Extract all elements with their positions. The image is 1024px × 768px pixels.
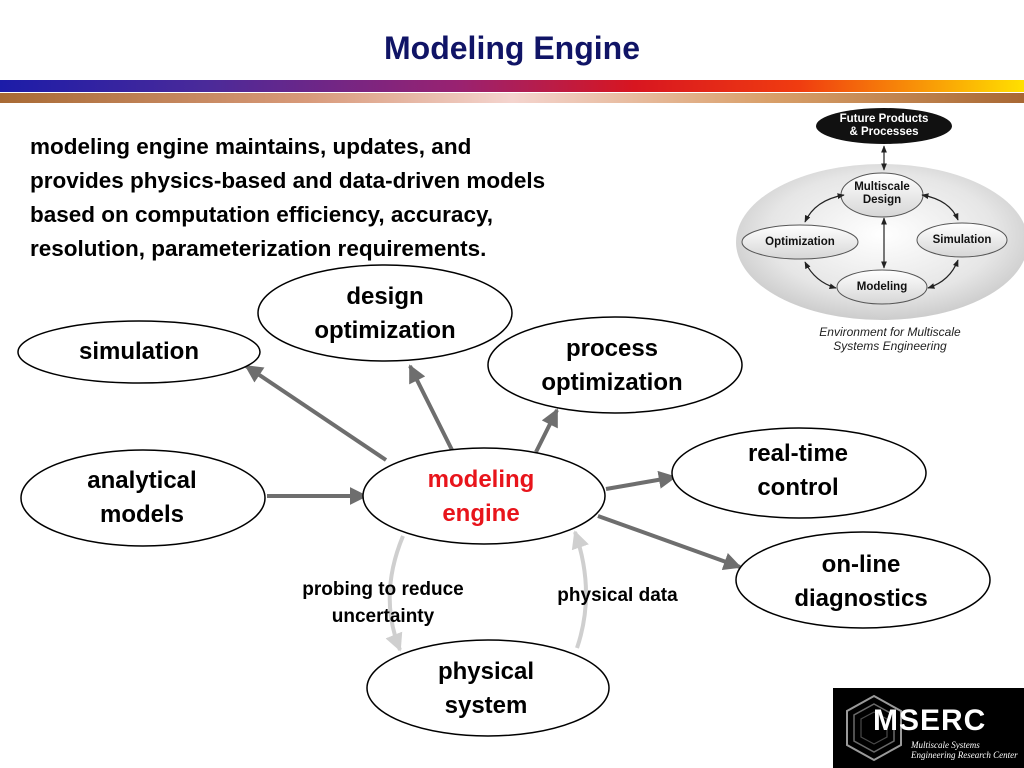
label-line: & Processes [849, 126, 919, 138]
label-line: optimization [541, 369, 683, 396]
inset-label-multiscale-design: Multiscale Design [842, 181, 922, 207]
label-line: Design [862, 194, 902, 206]
label-online-diagnostics: on-line diagnostics [746, 548, 976, 616]
label-line: Environment for Multiscale [819, 325, 961, 339]
node-process-optimization [487, 316, 743, 414]
label-line: on-line [821, 551, 901, 578]
label-line: diagnostics [794, 585, 928, 612]
label-line: real-time [747, 440, 849, 467]
inset-arrow [804, 261, 837, 289]
label-line: optimization [314, 317, 456, 344]
inset-label-modeling: Modeling [838, 281, 926, 294]
label-line: engine [442, 500, 520, 527]
label-modeling-engine: modeling engine [370, 463, 592, 531]
intro-line: provides physics-based and data-driven m… [30, 168, 546, 193]
edge-label-physical-data: physical data [520, 582, 715, 609]
mserc-logo: MSERC Multiscale Systems Engineering Res… [833, 688, 1024, 768]
label-line: Future Products [839, 113, 929, 125]
arrow-to-process-optimization [534, 408, 559, 453]
node-online-diagnostics [735, 531, 991, 629]
label-analytical-models: analytical models [30, 464, 254, 532]
label-line: design [346, 283, 424, 310]
edge-label-probing: probing to reduce uncertainty [264, 576, 502, 630]
logo-word: MSERC [873, 704, 987, 737]
label-line: Optimization [765, 236, 835, 248]
intro-text: modeling engine maintains, updates, and … [30, 130, 710, 266]
label-line: physical [437, 658, 535, 685]
intro-line: modeling engine maintains, updates, and [30, 134, 472, 159]
arrow-to-simulation [244, 364, 388, 462]
label-design-optimization: design optimization [270, 280, 500, 348]
logo-subtitle: Multiscale Systems Engineering Research … [911, 740, 1018, 760]
inset-arrow [804, 193, 845, 223]
label-line: analytical [87, 467, 197, 494]
label-line: Engineering Research Center [911, 750, 1018, 760]
label-real-time-control: real-time control [683, 437, 913, 505]
node-real-time-control [671, 427, 927, 519]
intro-line: resolution, parameterization requirement… [30, 236, 487, 261]
label-physical-system: physical system [372, 655, 600, 723]
inset-label-optimization: Optimization [748, 236, 852, 249]
label-line: control [757, 474, 839, 501]
inset-label-future-products: Future Products & Processes [826, 113, 942, 139]
node-simulation [17, 320, 261, 384]
header-bar-top [0, 80, 1024, 92]
inset-caption: Environment for Multiscale Systems Engin… [790, 325, 990, 353]
label-line: Multiscale [854, 181, 910, 193]
label-line: uncertainty [331, 606, 435, 627]
label-line: process [565, 335, 659, 362]
node-analytical-models [20, 449, 266, 547]
intro-line: based on computation efficiency, accurac… [30, 202, 494, 227]
slide-title: Modeling Engine [384, 30, 640, 66]
inset-arrow [927, 259, 959, 289]
label-line: Modeling [856, 281, 908, 293]
node-physical-system [366, 639, 610, 737]
node-modeling-engine [362, 447, 606, 545]
label-process-optimization: process optimization [497, 332, 727, 400]
logo-hexagon-icon [846, 694, 902, 762]
inset-node-optimization [741, 224, 859, 260]
label-line: Systems Engineering [833, 339, 947, 353]
header-bar-bottom [0, 93, 1024, 103]
inset-node-simulation [916, 222, 1008, 258]
inset-arrow [921, 193, 959, 221]
inset-node-future-products [816, 108, 952, 144]
inset-node-modeling [836, 269, 928, 305]
node-design-optimization [257, 264, 513, 362]
arrow-to-online-diagnostics [597, 514, 742, 570]
arrow-probing [385, 535, 405, 652]
label-line: simulation [78, 338, 199, 365]
arrow-to-design-optimization [408, 364, 455, 453]
inset-label-simulation: Simulation [918, 234, 1006, 247]
label-line: modeling [427, 466, 535, 493]
label-line: Simulation [932, 234, 992, 246]
label-line: models [99, 501, 185, 528]
arrow-physical-data [571, 530, 589, 649]
label-line: physical data [557, 585, 678, 606]
label-simulation: simulation [30, 335, 248, 369]
arrow-to-real-time-control [605, 470, 677, 491]
label-line: probing to reduce [302, 579, 464, 600]
label-line: Multiscale Systems [911, 740, 980, 750]
label-line: system [444, 692, 528, 719]
